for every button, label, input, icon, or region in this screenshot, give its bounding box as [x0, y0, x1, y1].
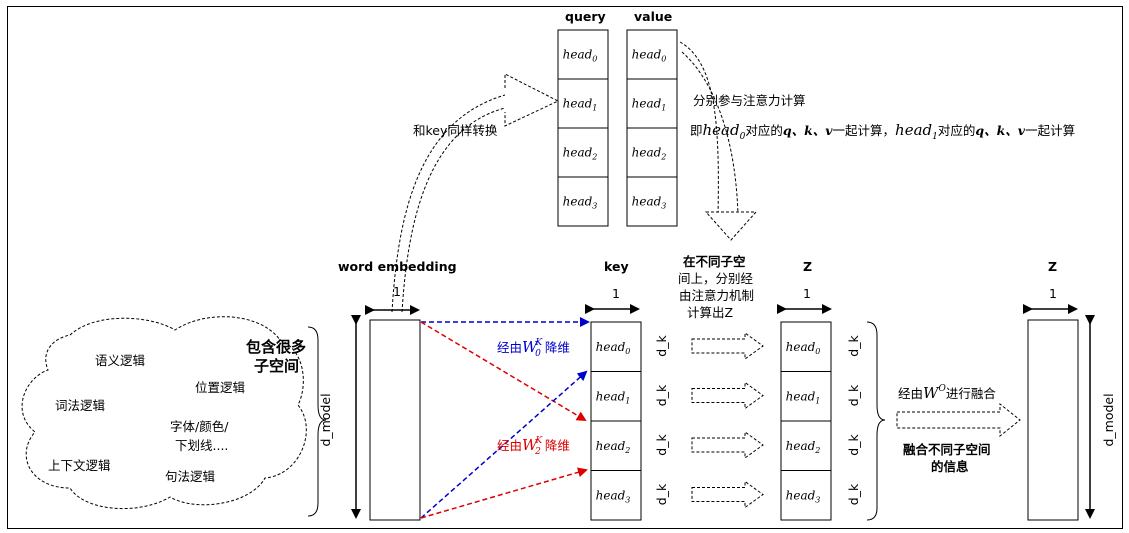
- cloud-item-syntax: 句法逻辑: [165, 469, 215, 484]
- z-head-cell-1: [780, 371, 832, 422]
- attention-block-arrow-2: [691, 431, 764, 459]
- key-head-cell-3: [590, 470, 642, 521]
- key-dk-labels: d_k d_k d_k d_k: [654, 335, 669, 506]
- key-head-cell-0: [590, 321, 642, 372]
- cloud-item-semantic: 语义逻辑: [95, 353, 145, 368]
- word-embedding-vector: [369, 319, 421, 521]
- z-out-width-label: 1: [1049, 286, 1057, 301]
- key-head-label-1: head1: [596, 389, 631, 405]
- value-heads-column: head0 head1 head2 head3: [626, 29, 678, 227]
- cloud-item-context: 上下文逻辑: [48, 458, 111, 473]
- subspace-title-line3: 由注意力机制: [679, 288, 754, 303]
- cloud-brace: [307, 326, 327, 517]
- z-brace: [866, 321, 886, 521]
- word-embedding-label: word embedding: [338, 259, 457, 274]
- z-output-vector: [1027, 319, 1079, 521]
- z-dk-label-2: d_k: [846, 434, 861, 456]
- value-head-cell-2: [626, 127, 678, 178]
- query-head-cell-2: [557, 127, 609, 178]
- key-width-label: 1: [612, 286, 620, 301]
- value-head-label-0: head0: [632, 48, 667, 64]
- attention-block-arrow-1: [691, 381, 764, 410]
- red-projection-arrow-2: [420, 467, 588, 519]
- red-projection-arrow-1: [420, 321, 587, 422]
- z-mid-width-label: 1: [803, 286, 811, 301]
- d-model-label-right: d_model: [1101, 393, 1116, 446]
- value-head-cell-1: [626, 78, 678, 129]
- key-heads-column: head0 head1 head2 head3: [590, 321, 642, 521]
- key-head-label-2: head2: [596, 439, 631, 455]
- z-head-label-0: head0: [786, 340, 821, 356]
- cloud-item-font: 字体/颜色/: [170, 419, 229, 434]
- key-dk-label-3: d_k: [654, 483, 669, 505]
- attend-separately-text: 分别参与注意力计算: [693, 93, 806, 108]
- value-head-label-3: head3: [632, 195, 667, 211]
- cloud-item-lexical: 词法逻辑: [55, 398, 105, 413]
- subspace-title-line2: 间上，分别经: [678, 271, 754, 286]
- z-head-label-2: head2: [786, 439, 821, 455]
- contains-subspaces-line1: 包含很多: [246, 338, 306, 356]
- fuse-wo-text: 经由WO进行融合: [898, 384, 996, 402]
- value-head-label-1: head1: [632, 97, 667, 113]
- z-head-cell-0: [780, 321, 832, 372]
- d-model-label-left: d_model: [318, 393, 333, 446]
- key-label: key: [604, 259, 629, 274]
- key-dk-label-2: d_k: [654, 434, 669, 456]
- word-embedding-width-label: 1: [393, 284, 401, 299]
- contains-subspaces-line2: 子空间: [254, 357, 299, 375]
- query-label: query: [565, 9, 606, 24]
- z-mid-label: Z: [803, 259, 812, 274]
- query-head-cell-3: [557, 176, 609, 227]
- subspace-title-line1: 在不同子空: [683, 254, 746, 269]
- key-head-label-3: head3: [596, 488, 631, 504]
- attend-detail-text: 即head0对应的q、k、v一起计算，head1对应的q、k、v一起计算: [690, 121, 1075, 142]
- z-head-cell-2: [780, 420, 832, 471]
- z-dk-label-3: d_k: [846, 483, 861, 505]
- outer-frame: [7, 6, 1123, 529]
- fuse-block-arrow: [896, 402, 1021, 438]
- key-head-cell-2: [590, 420, 642, 471]
- z-dk-labels: d_k d_k d_k d_k: [846, 335, 861, 506]
- query-head-label-3: head3: [563, 195, 598, 211]
- z-heads-column: head0 head1 head2 head3: [780, 321, 832, 521]
- key-head-cell-1: [590, 371, 642, 422]
- z-head-cell-3: [780, 470, 832, 521]
- z-head-label-3: head3: [786, 488, 821, 504]
- query-heads-column: head0 head1 head2 head3: [557, 29, 609, 227]
- query-head-label-0: head0: [563, 48, 598, 64]
- cloud-item-position: 位置逻辑: [195, 380, 245, 395]
- attention-block-arrow-3: [691, 480, 764, 509]
- query-head-label-1: head1: [563, 97, 598, 113]
- attend-arrow: [679, 41, 758, 241]
- key-head-label-0: head0: [596, 340, 631, 356]
- z-dk-label-1: d_k: [846, 384, 861, 406]
- blue-projection-arrow-2: [420, 370, 588, 519]
- value-head-label-2: head2: [632, 146, 667, 162]
- fuse-info-line1: 融合不同子空间: [903, 442, 991, 457]
- z-dk-label-0: d_k: [846, 335, 861, 357]
- subspace-title-line4: 计算出Z: [687, 305, 733, 320]
- query-head-label-2: head2: [563, 146, 598, 162]
- value-head-cell-3: [626, 176, 678, 227]
- cloud-item-underline: 下划线....: [175, 438, 228, 453]
- key-dk-label-0: d_k: [654, 335, 669, 357]
- key-dk-label-1: d_k: [654, 384, 669, 406]
- z-head-label-1: head1: [786, 389, 821, 405]
- attention-block-arrows: [691, 332, 764, 509]
- fuse-info-line2: 的信息: [931, 459, 969, 474]
- transform-arrow: [391, 73, 560, 313]
- value-label: value: [634, 9, 672, 24]
- subspace-cloud: [21, 316, 307, 510]
- query-head-cell-1: [557, 78, 609, 129]
- z-out-label: Z: [1048, 259, 1057, 274]
- attention-block-arrow-0: [691, 332, 764, 360]
- transform-like-key-text: 和key同样转换: [413, 123, 498, 138]
